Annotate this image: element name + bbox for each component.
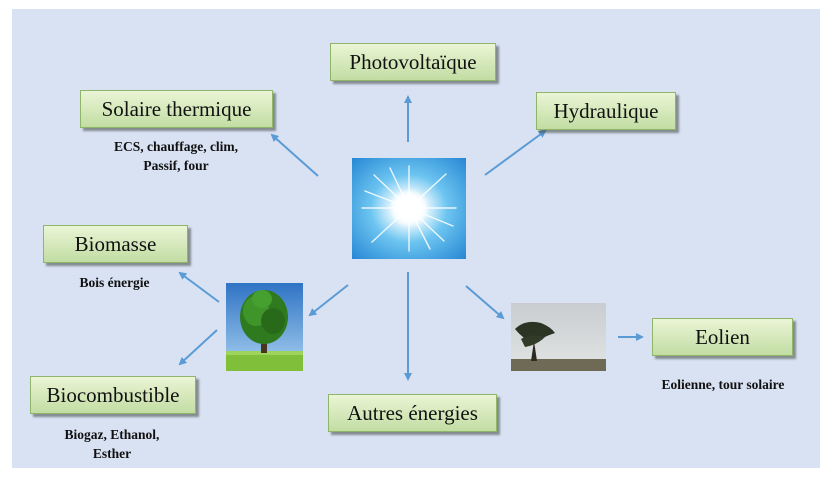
arrow-to-biocombustible xyxy=(178,329,218,366)
biomasse-note: Bois énergie xyxy=(43,273,186,292)
biomasse-box: Biomasse xyxy=(43,225,188,263)
arrow-to-hydraulique xyxy=(484,129,547,176)
note-line: Bois énergie xyxy=(79,275,150,290)
eolien-note: Eolienne, tour solaire xyxy=(630,375,816,394)
note-line: Eolienne, tour solaire xyxy=(661,377,785,392)
biomasse-label: Biomasse xyxy=(74,231,157,256)
biocombustible-note: Biogaz, Ethanol, Esther xyxy=(30,425,194,463)
note-line: ECS, chauffage, clim, xyxy=(113,139,239,154)
tree-image xyxy=(226,283,303,371)
solaire-thermique-box: Solaire thermique xyxy=(80,90,273,128)
note-line: Biogaz, Ethanol, xyxy=(64,427,160,442)
sun-image xyxy=(352,158,466,259)
solaire-thermique-note: ECS, chauffage, clim, Passif, four xyxy=(81,137,271,175)
eolien-box: Eolien xyxy=(652,318,793,356)
note-line: Passif, four xyxy=(143,158,209,173)
arrow-to-tree xyxy=(308,284,349,317)
windswept-tree-image xyxy=(511,303,606,371)
hydraulique-box: Hydraulique xyxy=(536,92,676,130)
note-line: Esther xyxy=(92,446,132,461)
biocombustible-label: Biocombustible xyxy=(46,382,180,407)
eolien-label: Eolien xyxy=(695,324,750,349)
photovoltaique-box: Photovoltaïque xyxy=(330,43,496,81)
arrow-to-wind-image xyxy=(465,285,505,320)
autres-energies-label: Autres énergies xyxy=(347,400,478,425)
autres-energies-box: Autres énergies xyxy=(328,394,497,432)
photovoltaique-label: Photovoltaïque xyxy=(349,49,477,74)
arrow-to-solaire-thermique xyxy=(270,133,319,177)
solaire-thermique-label: Solaire thermique xyxy=(101,96,252,121)
arrow-to-biomasse xyxy=(178,271,220,303)
hydraulique-label: Hydraulique xyxy=(553,98,659,123)
biocombustible-box: Biocombustible xyxy=(30,376,196,414)
